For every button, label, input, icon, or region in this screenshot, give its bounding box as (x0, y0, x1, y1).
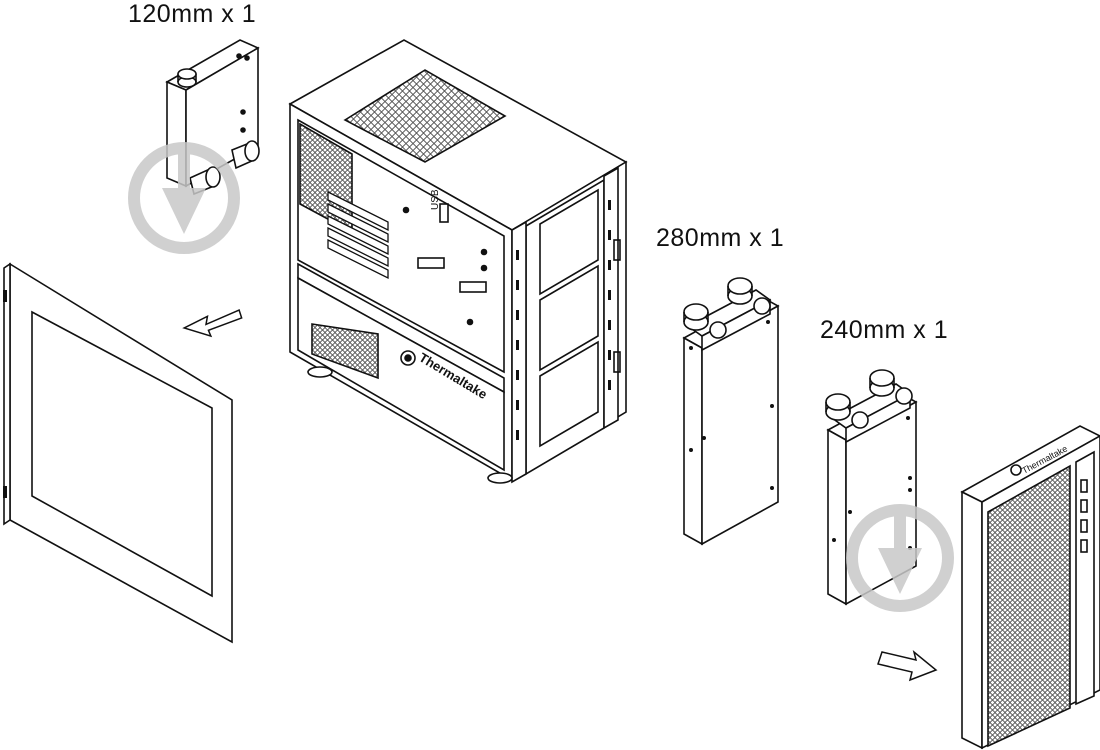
arrow-icon-front-panel (877, 649, 938, 682)
front-panel (960, 425, 1100, 750)
radiator-280mm (682, 277, 780, 546)
watermark-icon-left (128, 142, 240, 254)
usb-label: USB (430, 189, 441, 210)
side-panel (3, 262, 233, 644)
label-240mm-radiator: 240mm x 1 (820, 316, 949, 344)
watermark-icon-right (846, 504, 954, 612)
arrow-icon-panel (182, 309, 243, 338)
label-120mm-radiator: 120mm x 1 (128, 0, 257, 28)
label-280mm-radiator: 280mm x 1 (656, 224, 785, 252)
chassis (288, 39, 628, 484)
